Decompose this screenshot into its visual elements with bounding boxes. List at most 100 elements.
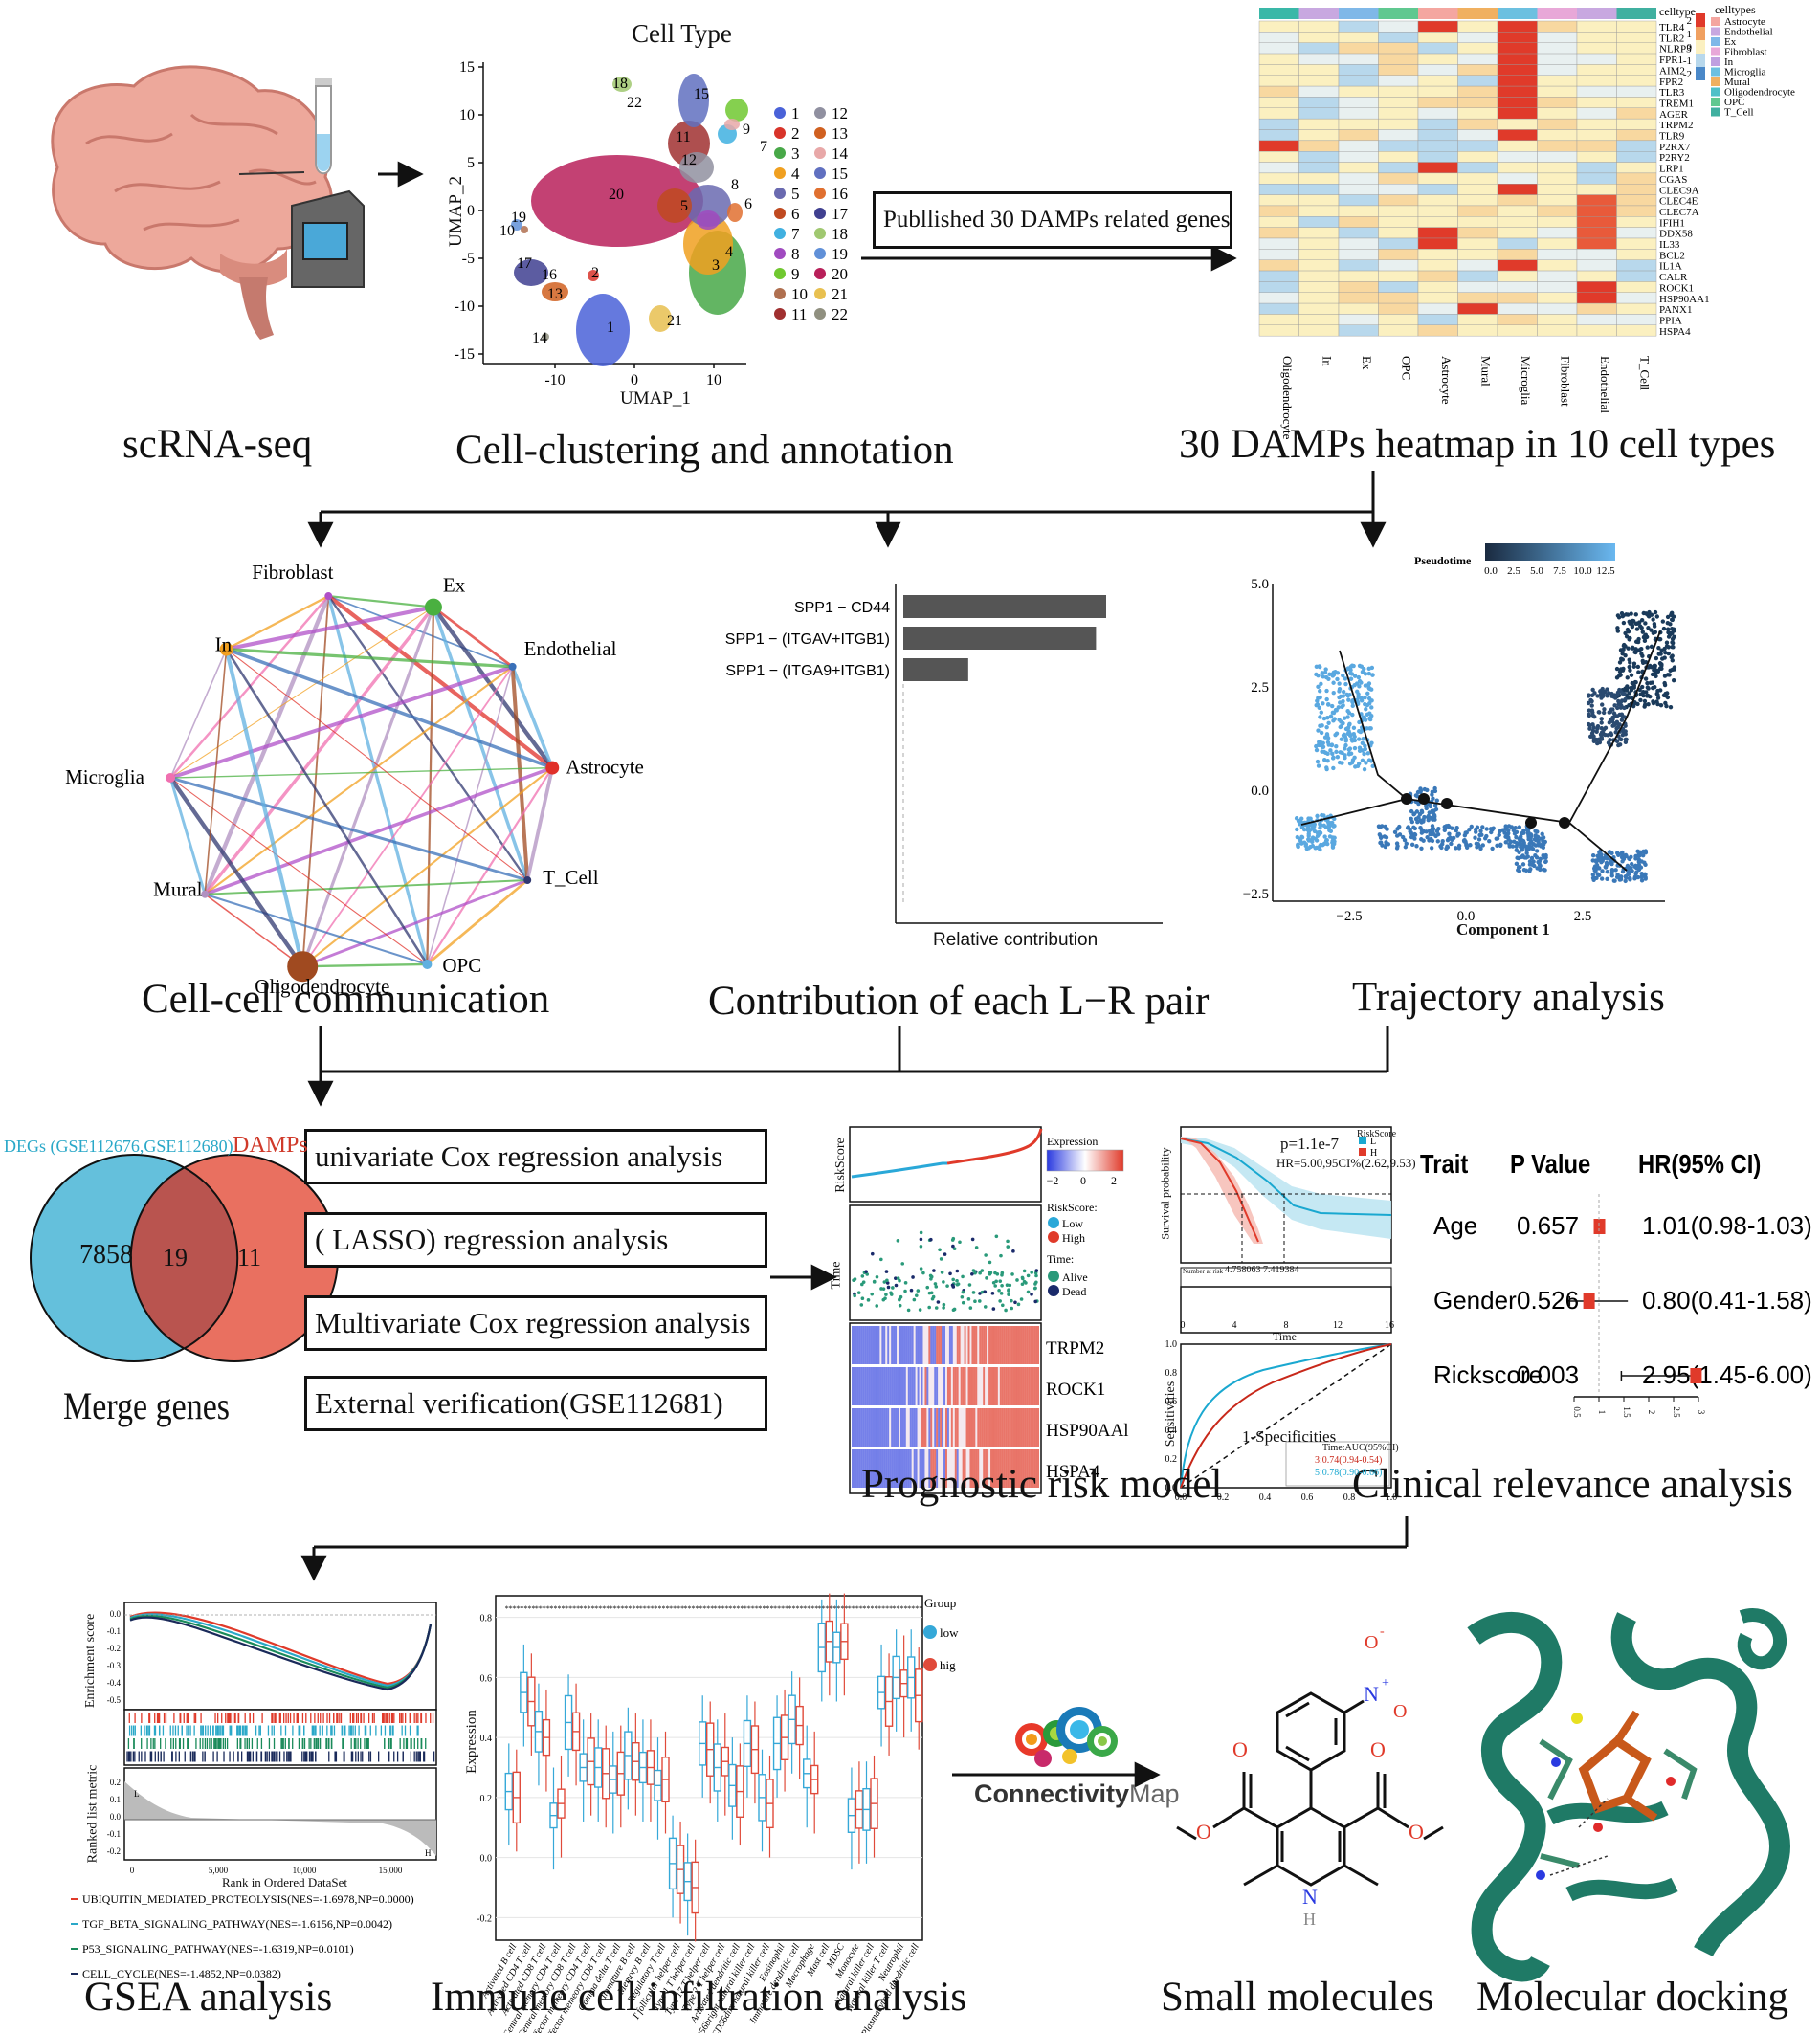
risk-heat-cell bbox=[926, 1408, 929, 1447]
trajectory-point bbox=[1464, 830, 1469, 835]
trajectory-point bbox=[1601, 710, 1607, 716]
umap-cluster-label: 11 bbox=[676, 129, 690, 145]
km-legend-label: L bbox=[1370, 1137, 1376, 1147]
heatmap-cell bbox=[1537, 64, 1578, 76]
trajectory-point bbox=[1487, 838, 1492, 844]
heatmap-cell bbox=[1497, 107, 1538, 120]
heatmap-cell bbox=[1338, 162, 1379, 174]
caption-lr-pair: Contribution of each L−R pair bbox=[708, 979, 1210, 1024]
heatmap-cell bbox=[1417, 270, 1458, 282]
trajectory-point bbox=[1331, 670, 1337, 675]
network-node bbox=[545, 761, 560, 775]
risk-heat-cell bbox=[999, 1326, 1002, 1364]
risk-heat-cell bbox=[960, 1449, 963, 1488]
trajectory-point bbox=[1636, 670, 1641, 674]
heatmap-cell bbox=[1576, 162, 1617, 174]
heatmap-legend-label: Microglia bbox=[1724, 67, 1765, 78]
risk-heat-cell bbox=[883, 1326, 886, 1364]
risk-heat-cell bbox=[1020, 1326, 1023, 1364]
umap-ytick-label: 0 bbox=[467, 203, 475, 219]
trajectory-point bbox=[1321, 701, 1325, 706]
umap-cluster-label: 13 bbox=[547, 286, 563, 302]
trajectory-point bbox=[1424, 829, 1429, 834]
immune-significance: **** bbox=[580, 1604, 595, 1613]
trajectory-point bbox=[1503, 840, 1508, 845]
heatmap-cell bbox=[1457, 172, 1498, 185]
trajectory-point bbox=[1412, 826, 1418, 831]
immune-significance: **** bbox=[848, 1604, 863, 1613]
trajectory-point bbox=[1316, 728, 1321, 733]
risk-heat-cell bbox=[928, 1367, 931, 1405]
forest-header: P Value bbox=[1510, 1148, 1590, 1179]
heatmap-cell bbox=[1258, 237, 1299, 250]
risk-time-point bbox=[931, 1294, 936, 1299]
trajectory-xtick: −2.5 bbox=[1336, 909, 1362, 924]
caption-trajectory: Trajectory analysis bbox=[1352, 975, 1665, 1020]
trajectory-point bbox=[1634, 627, 1640, 631]
km-roc-plots: 0.00.00.20.20.40.40.60.60.80.81.01.0 bbox=[1165, 1126, 1397, 1503]
umap-legend-swatch bbox=[814, 127, 826, 139]
trajectory-point bbox=[1603, 864, 1608, 870]
risk-time-point bbox=[950, 1283, 955, 1288]
heatmap-cell bbox=[1417, 150, 1458, 163]
risk-heat-cell bbox=[948, 1408, 951, 1447]
heatmap-gene-label: CLEC9A bbox=[1659, 185, 1699, 196]
risk-time-point bbox=[896, 1276, 900, 1280]
risk-heat-cell bbox=[1018, 1367, 1021, 1405]
mol-o1: O bbox=[1232, 1737, 1248, 1761]
km-xtick: 8 bbox=[1284, 1320, 1289, 1331]
risk-heat-cell bbox=[1037, 1408, 1040, 1447]
trajectory-point bbox=[1360, 758, 1365, 763]
trajectory-point bbox=[1366, 685, 1371, 690]
risk-heat-cell bbox=[1033, 1449, 1036, 1488]
trajectory-ytick: 0.0 bbox=[1251, 784, 1269, 799]
trajectory-point bbox=[1600, 702, 1605, 707]
heatmap-cell bbox=[1497, 53, 1538, 65]
heatmap-cell bbox=[1378, 172, 1419, 185]
heatmap-cell bbox=[1537, 281, 1578, 293]
trajectory-point bbox=[1609, 873, 1614, 878]
trajectory-point bbox=[1319, 730, 1324, 736]
risk-time-point bbox=[942, 1302, 946, 1307]
umap-cluster bbox=[521, 226, 528, 233]
mol-nitro-n: N bbox=[1364, 1682, 1379, 1706]
umap-cluster-label: 22 bbox=[627, 95, 642, 111]
risk-heat-cell bbox=[990, 1408, 993, 1447]
risk-heat-cell bbox=[928, 1408, 931, 1447]
risk-time-point bbox=[1000, 1284, 1004, 1288]
trajectory-point bbox=[1642, 638, 1648, 644]
heatmap-cell bbox=[1258, 42, 1299, 55]
trajectory-branch-node bbox=[1525, 817, 1537, 829]
trajectory-point bbox=[1636, 857, 1642, 862]
trajectory-point bbox=[1308, 844, 1313, 850]
trajectory-point bbox=[1418, 789, 1423, 795]
trajectory-point bbox=[1587, 723, 1592, 728]
risk-heat-cell bbox=[992, 1367, 994, 1405]
risk-time-point bbox=[993, 1284, 997, 1288]
trajectory-point bbox=[1324, 837, 1329, 843]
risk-heat-cell bbox=[903, 1408, 906, 1447]
risk-heat-cell bbox=[950, 1449, 953, 1488]
heatmap-annotation-cell bbox=[1378, 8, 1418, 19]
caption-small-mol: Small molecules bbox=[1161, 1975, 1434, 2020]
risk-expression-tick: 0 bbox=[1080, 1174, 1086, 1187]
heatmap-cell bbox=[1537, 129, 1578, 142]
heatmap-cell bbox=[1378, 249, 1419, 260]
roc-xtick: 0.4 bbox=[1259, 1492, 1272, 1503]
risk-heat-cell bbox=[979, 1326, 982, 1364]
risk-heat-cell bbox=[964, 1367, 966, 1405]
network-node-label: Endothelial bbox=[524, 637, 617, 660]
heatmap-cell bbox=[1298, 227, 1340, 239]
km-medians: 4.758063 7.419384 bbox=[1225, 1265, 1299, 1275]
risk-time-point bbox=[929, 1291, 934, 1295]
risk-time-point bbox=[1005, 1283, 1010, 1288]
gsea-ytick-top: -0.4 bbox=[107, 1678, 122, 1688]
network-edge bbox=[168, 777, 207, 895]
risk-heat-cell bbox=[973, 1367, 976, 1405]
risk-time-point bbox=[967, 1283, 972, 1287]
trajectory-point bbox=[1645, 680, 1650, 686]
heatmap-cell bbox=[1417, 302, 1458, 315]
risk-heat-cell bbox=[926, 1367, 929, 1405]
risk-heat-cell bbox=[852, 1408, 854, 1447]
trajectory-point bbox=[1426, 818, 1431, 823]
